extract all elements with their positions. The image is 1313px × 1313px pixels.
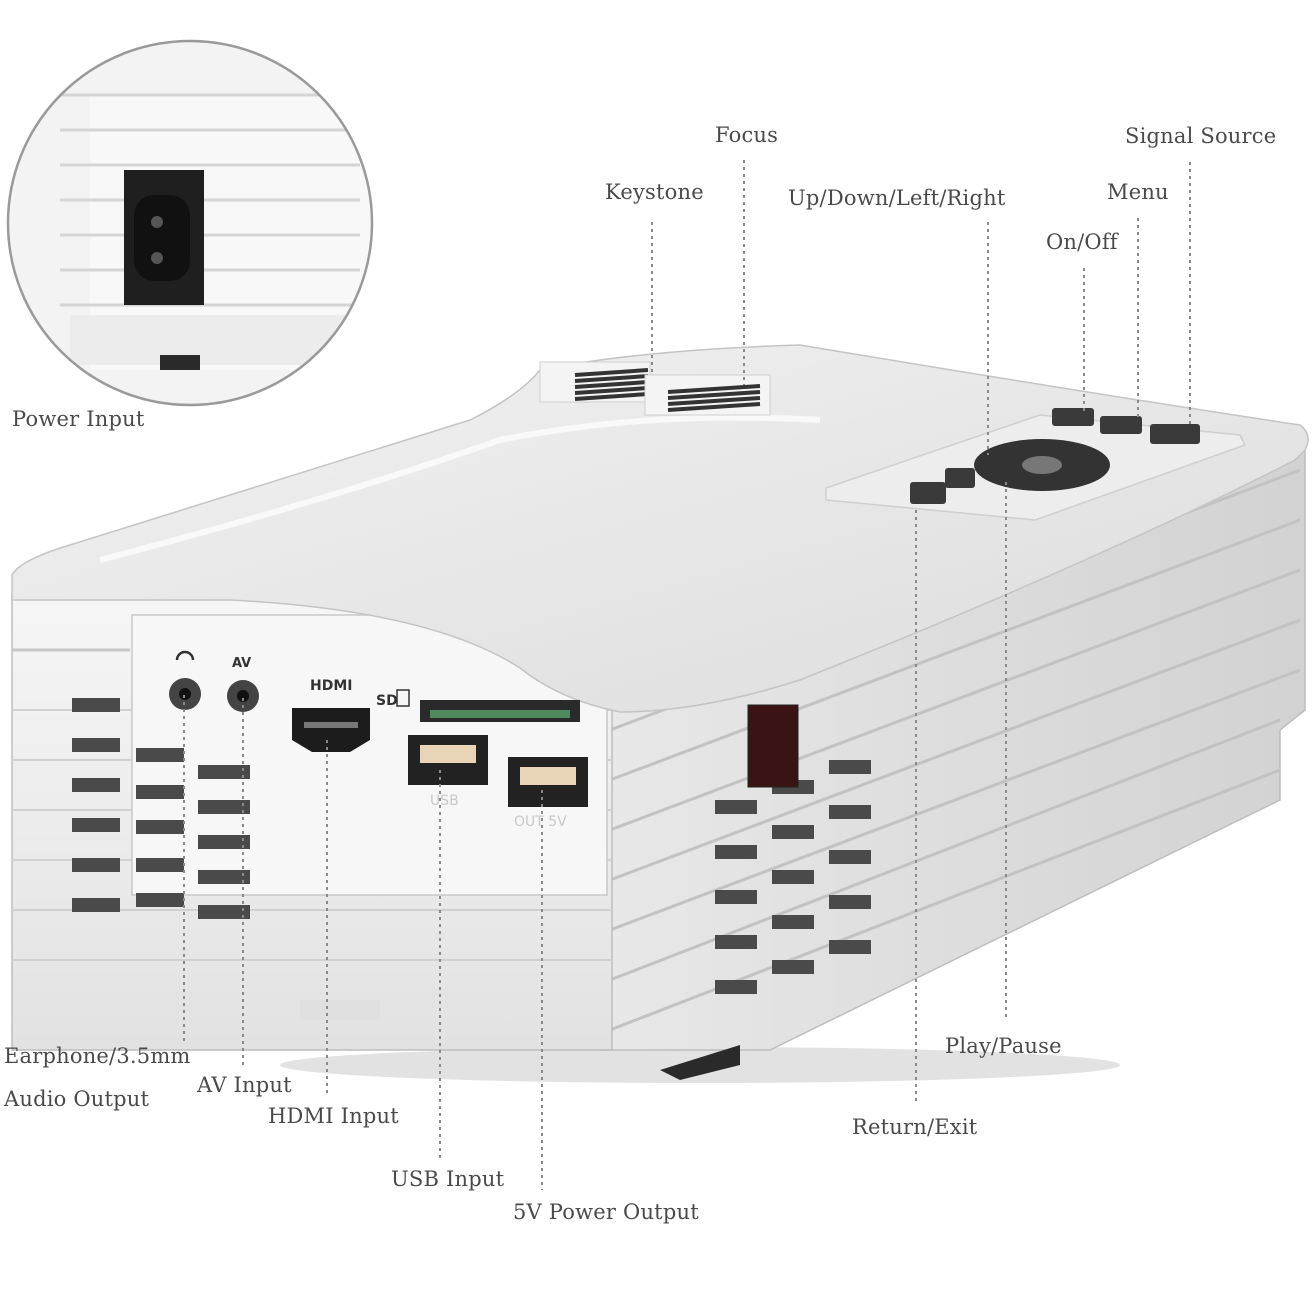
port-label-usb: USB [430,793,459,809]
usb-power-output-port: OUT 5V [508,757,588,830]
callout-earphone-line2: Audio Output [4,1087,150,1111]
keystone-wheel [539,361,651,403]
on-off-button [1052,408,1094,426]
headphone-icon [175,650,195,661]
sd-card-icon [396,689,410,707]
earphone-jack [169,650,201,710]
callout-on-off: On/Off [1046,230,1118,254]
callout-focus: Focus [715,123,779,147]
av-jack: AV [227,656,259,712]
callout-up-down-left-right: Up/Down/Left/Right [788,186,1006,210]
usb-port: USB [408,735,488,809]
signal-source-button [1150,424,1200,444]
callout-return-exit: Return/Exit [852,1115,978,1139]
callout-power-input: Power Input [12,407,145,431]
callout-hdmi-input: HDMI Input [268,1104,399,1128]
port-label-out-5v: OUT 5V [514,814,567,830]
callout-keystone: Keystone [605,180,704,204]
sd-slot: SD [376,689,580,722]
callout-play-pause: Play/Pause [945,1034,1062,1058]
port-label-sd: SD [376,693,398,709]
hdmi-port: HDMI [292,678,370,752]
ports: AV HDMI SD USB OUT 5V [169,650,588,830]
callout-signal-source: Signal Source [1125,124,1277,148]
menu-button [1100,416,1142,434]
callout-5v-power-output: 5V Power Output [513,1200,699,1224]
port-label-hdmi: HDMI [310,678,352,694]
focus-wheel [644,374,771,416]
play-pause-button [945,468,975,488]
leader-lines [183,160,1191,1190]
callout-earphone-line1: Earphone/3.5mm [4,1044,191,1068]
power-input-inset [6,39,374,407]
return-exit-button [910,482,946,504]
port-label-av: AV [232,656,251,671]
control-buttons [910,408,1200,504]
projector-body [11,344,1309,1080]
callout-usb-input: USB Input [391,1167,505,1191]
callout-av-input: AV Input [197,1073,292,1097]
callout-menu: Menu [1107,180,1169,204]
